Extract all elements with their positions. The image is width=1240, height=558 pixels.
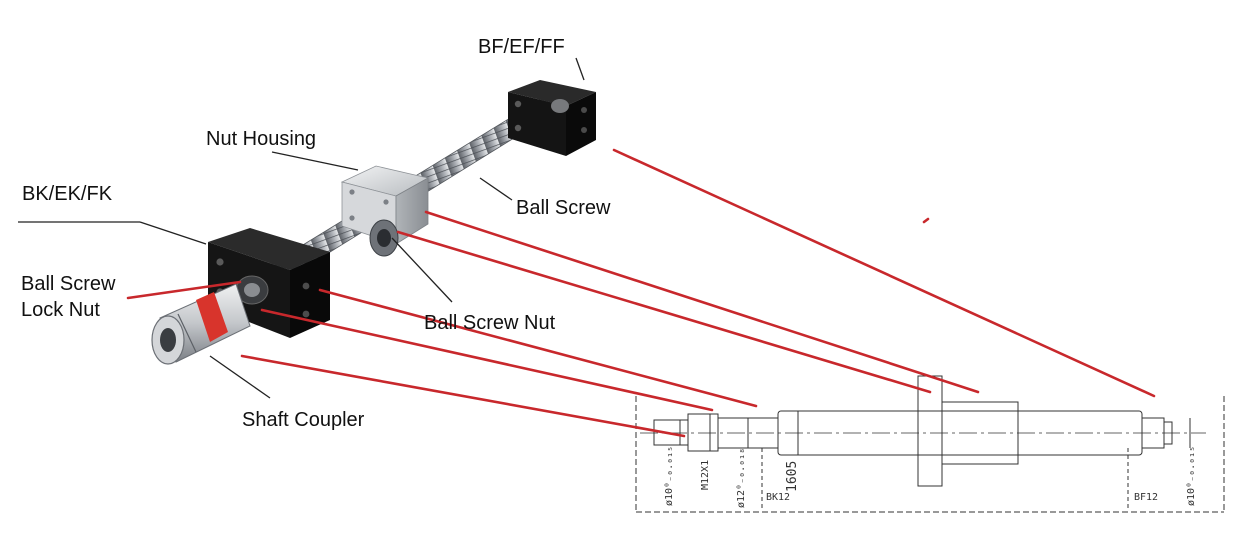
nut-housing-block [340, 165, 430, 245]
label-shaft-coupler: Shaft Coupler [242, 409, 365, 431]
dim-1605: 1605 [785, 461, 800, 492]
support-bf12: BF12 [1134, 492, 1158, 503]
label-ball-screw-lock-nut-line2: Lock Nut [21, 299, 100, 321]
label-bf-ef-ff: BF/EF/FF [478, 36, 565, 58]
drawing-right-tip [1163, 421, 1173, 445]
label-ball-screw-nut: Ball Screw Nut [424, 312, 556, 334]
red-leader-bf [612, 148, 1156, 398]
dim-phi12: ø12⁰₋₀.₀₁₈ [736, 448, 747, 508]
red-leader-nut-housing [424, 210, 980, 394]
drawing-dimension-text: ø10⁰₋₀.₀₁₅ M12X1 ø12⁰₋₀.₀₁₈ 1605 BK12 BF… [664, 446, 1197, 508]
support-bk12: BK12 [766, 492, 790, 503]
drawing-thread [687, 413, 719, 452]
bf-support-block [508, 80, 596, 156]
leader-nut-housing [271, 151, 359, 171]
leader-bk-diag [139, 221, 207, 245]
dim-phi10-left: ø10⁰₋₀.₀₁₅ [664, 446, 675, 506]
leader-shaft-coupler [209, 355, 271, 399]
red-leaders [126, 148, 1156, 438]
leader-bf [575, 57, 585, 81]
dim-m12: M12X1 [700, 460, 711, 490]
dim-phi10-right: ø10⁰₋₀.₀₁₅ [1186, 446, 1197, 506]
label-bk-ek-fk: BK/EK/FK [22, 183, 113, 205]
leader-ball-screw [479, 177, 513, 201]
red-leader-ball-screw-nut [396, 230, 932, 394]
leader-ball-screw-nut [391, 237, 453, 303]
label-ball-screw-lock-nut-line1: Ball Screw [21, 273, 116, 295]
black-leaders [18, 57, 585, 399]
red-leader-bf-stub [922, 217, 930, 224]
label-nut-housing: Nut Housing [206, 128, 317, 150]
red-leader-bk [318, 288, 758, 408]
shaft-coupler-body [151, 283, 251, 365]
product-photo [151, 80, 596, 365]
red-leader-coupler [240, 354, 686, 438]
drawing-nut-body [941, 401, 1019, 465]
label-ball-screw: Ball Screw [516, 197, 611, 219]
technical-drawing [635, 375, 1225, 513]
red-leader-lock-nut [126, 280, 242, 300]
ball-screw-nut-body [369, 219, 399, 257]
red-leader-lock-nut-2 [260, 308, 714, 412]
